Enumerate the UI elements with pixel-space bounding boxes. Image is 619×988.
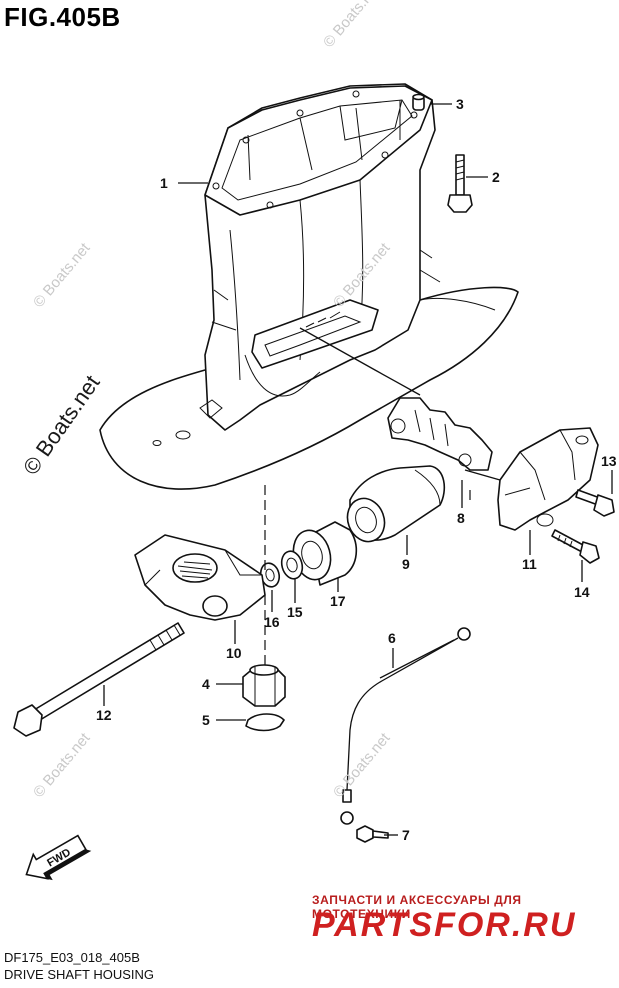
callout-1: 1 xyxy=(160,175,168,191)
cover-bolt-14[interactable] xyxy=(551,529,600,564)
mount-rubber[interactable] xyxy=(342,465,446,547)
callout-11: 11 xyxy=(522,556,537,572)
cover-bolt-13[interactable] xyxy=(575,489,615,517)
leader-lines xyxy=(103,103,613,836)
lower-mount-bracket[interactable] xyxy=(134,534,266,621)
watermark-partsfor-logo: PARTSFOR.RU xyxy=(312,906,577,944)
dowel-pin[interactable] xyxy=(412,93,425,111)
callout-2: 2 xyxy=(492,169,500,185)
callout-5: 5 xyxy=(202,712,210,728)
water-tube-seal-plate[interactable] xyxy=(387,397,493,471)
callout-8: 8 xyxy=(457,510,465,526)
callout-7: 7 xyxy=(402,827,410,843)
callout-9: 9 xyxy=(402,556,410,572)
callout-3: 3 xyxy=(456,96,464,112)
through-bolt[interactable] xyxy=(13,622,185,737)
callout-15: 15 xyxy=(287,604,303,620)
assembly-line-2 xyxy=(464,469,501,481)
callout-12: 12 xyxy=(96,707,112,723)
callout-4: 4 xyxy=(202,676,210,692)
callout-17: 17 xyxy=(330,593,346,609)
fwd-arrow-icon: FWD xyxy=(25,834,92,881)
figure-name: DRIVE SHAFT HOUSING xyxy=(4,967,155,982)
figure-code: DF175_E03_018_405B xyxy=(4,950,140,965)
clip-washer[interactable] xyxy=(245,713,285,732)
upper-mount-cover[interactable] xyxy=(497,427,599,531)
callout-13: 13 xyxy=(601,453,617,469)
ground-wire[interactable] xyxy=(340,627,471,825)
figure-title: FIG.405B xyxy=(4,2,121,32)
ground-screw[interactable] xyxy=(356,825,389,843)
housing-bolt[interactable] xyxy=(447,154,473,213)
callout-14: 14 xyxy=(574,584,590,600)
assembly-line xyxy=(299,327,421,396)
lock-nut[interactable] xyxy=(242,664,286,707)
callout-6: 6 xyxy=(388,630,396,646)
drive-shaft-housing[interactable] xyxy=(99,83,519,490)
callout-10: 10 xyxy=(226,645,242,661)
watermark-ru-caption: ЗАПЧАСТИ И АКСЕССУАРЫ ДЛЯ МОТОТЕХНИКИ xyxy=(312,893,522,921)
callout-16: 16 xyxy=(264,614,280,630)
